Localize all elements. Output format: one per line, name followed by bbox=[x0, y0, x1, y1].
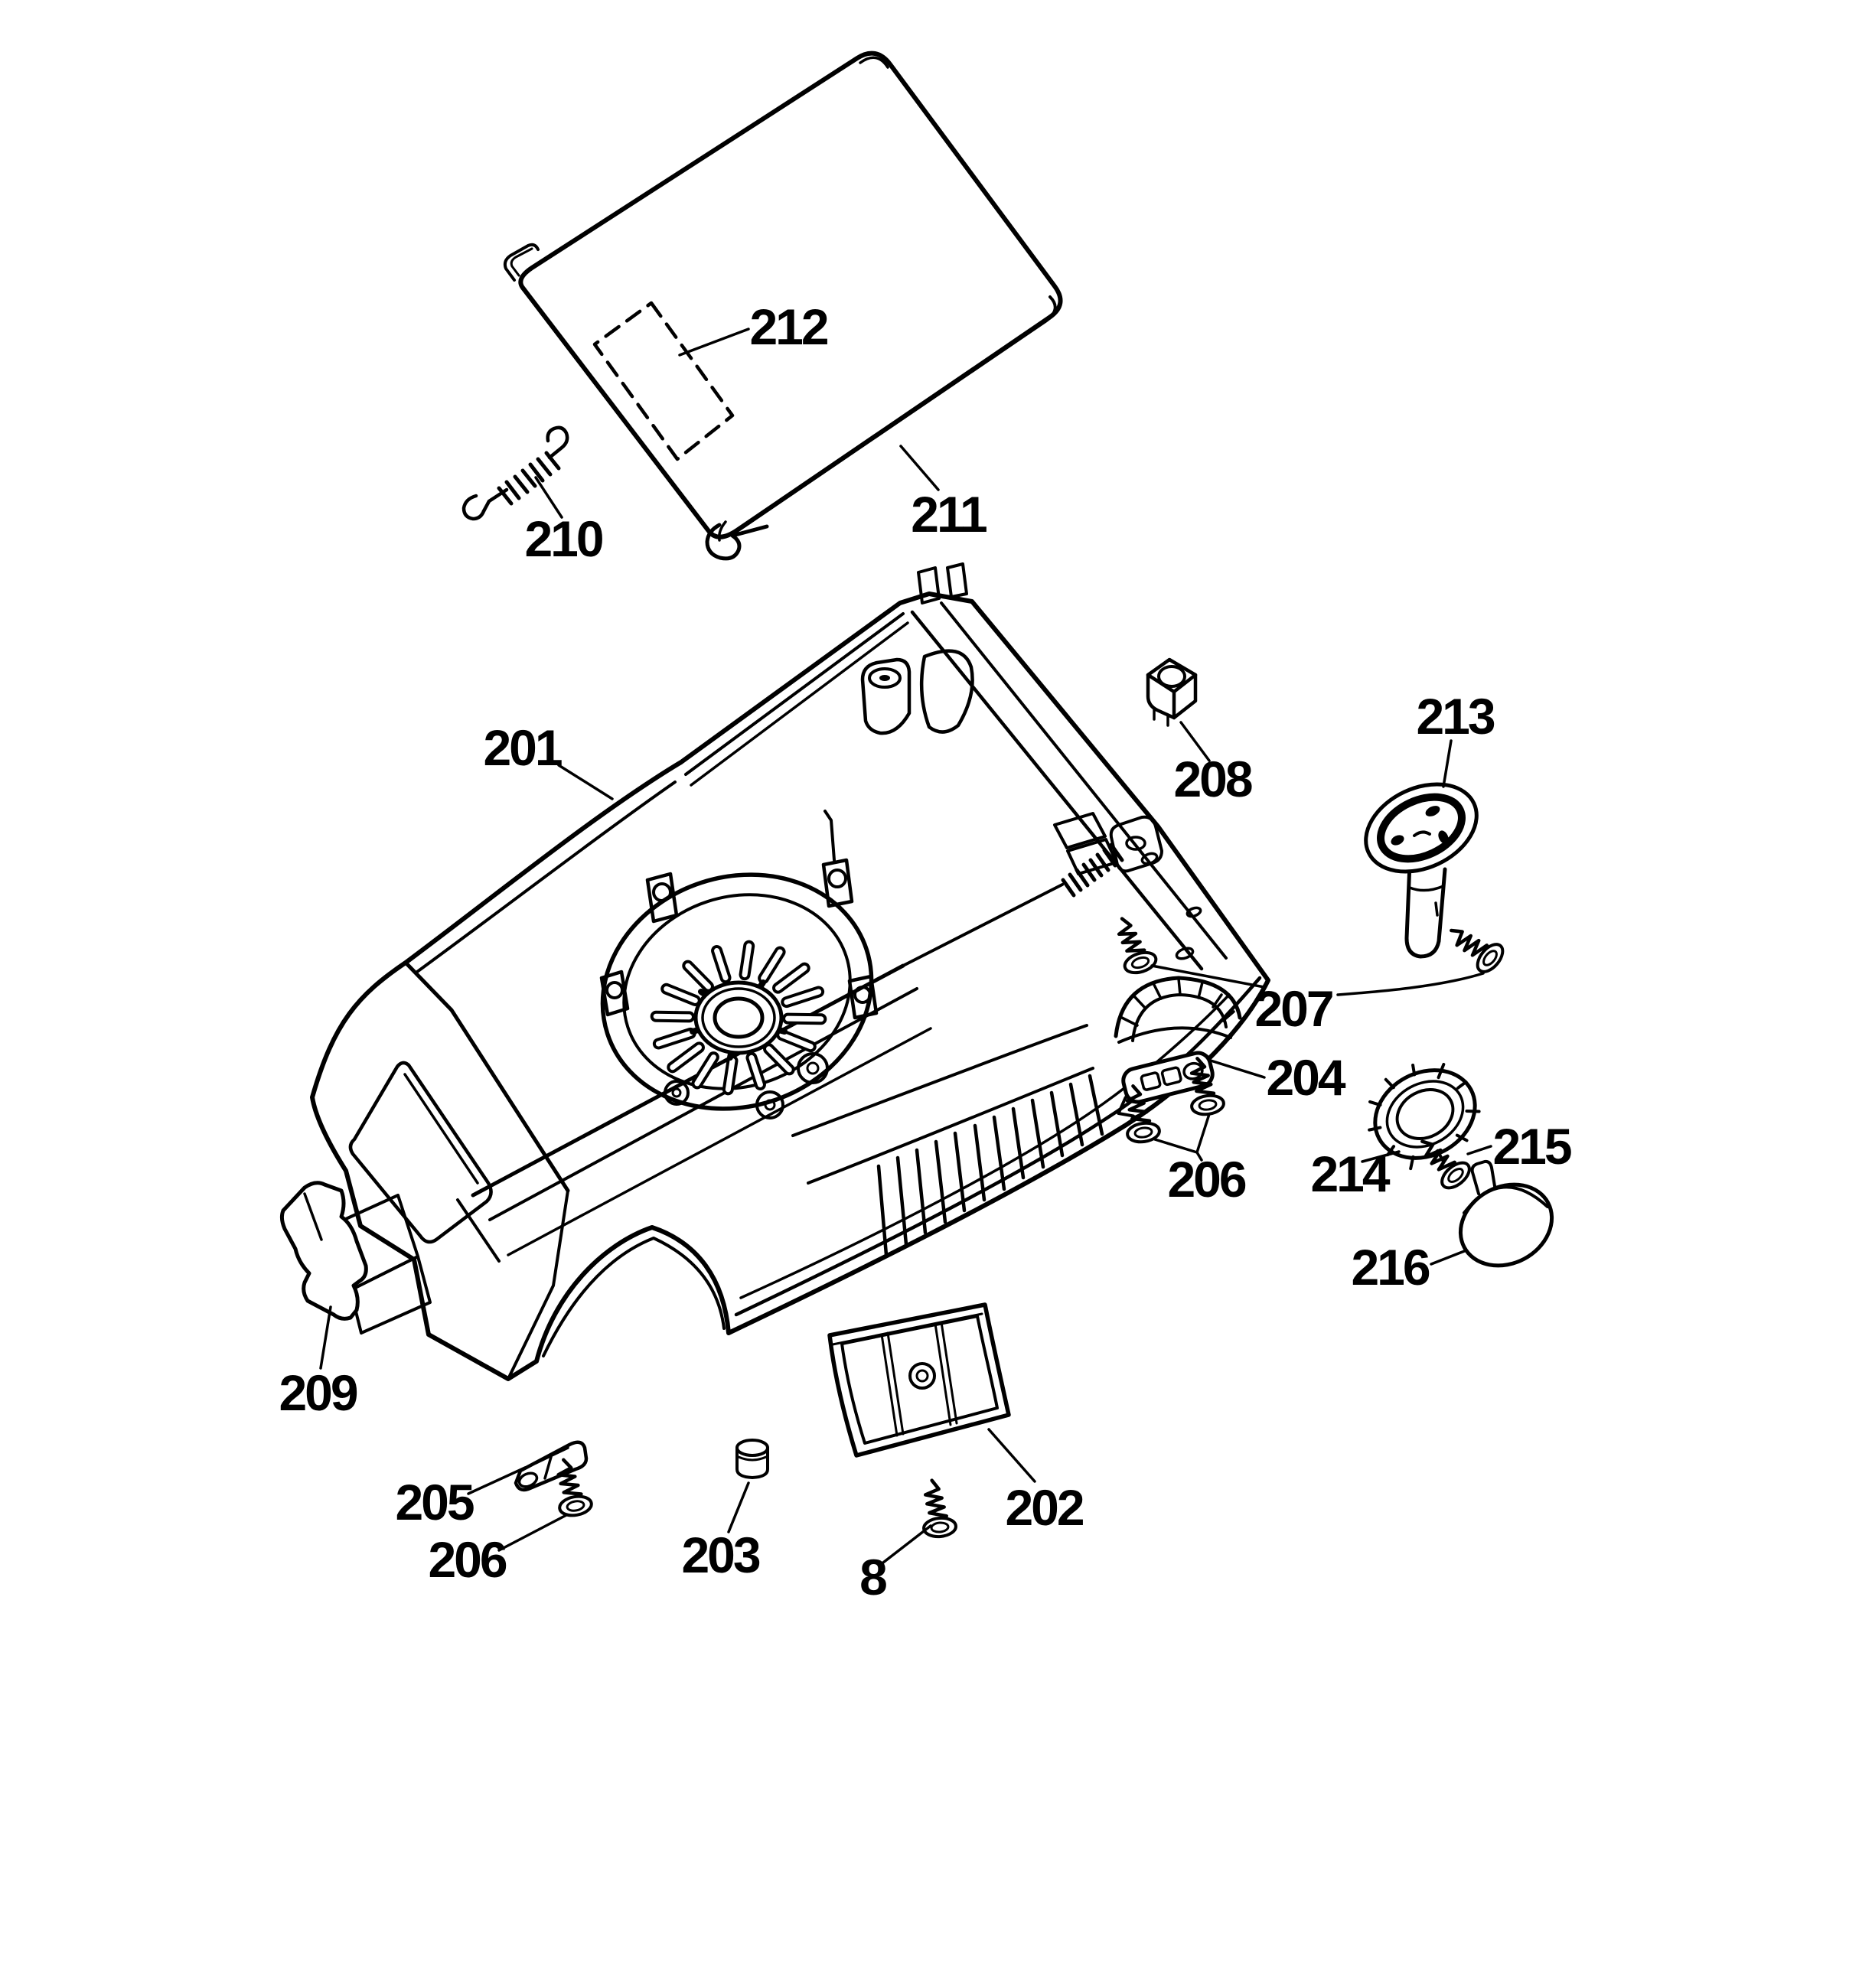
callout-206-rear: 206 bbox=[1167, 1151, 1247, 1207]
callout-206-front: 206 bbox=[428, 1531, 507, 1588]
part-214-gear-ring bbox=[1368, 1062, 1481, 1171]
callout-210: 210 bbox=[524, 510, 604, 567]
part-208-switch-block bbox=[1146, 657, 1198, 727]
part-201-deck-housing bbox=[310, 562, 1270, 1381]
part-216-hub-cap bbox=[1458, 1159, 1554, 1268]
leader-lines bbox=[319, 328, 1492, 1564]
callout-205: 205 bbox=[395, 1474, 475, 1530]
leader-8 bbox=[882, 1524, 932, 1564]
part-211-lid bbox=[503, 51, 1063, 561]
leader-207 bbox=[1150, 964, 1485, 996]
callout-216: 216 bbox=[1351, 1239, 1430, 1295]
callout-201: 201 bbox=[483, 719, 563, 776]
callout-213: 213 bbox=[1416, 688, 1495, 745]
leader-210 bbox=[534, 476, 563, 519]
callout-211: 211 bbox=[911, 486, 987, 543]
leader-209 bbox=[319, 1305, 332, 1370]
impeller-housing bbox=[599, 810, 879, 1119]
flap-spring bbox=[1061, 815, 1163, 898]
leader-204 bbox=[1209, 1059, 1266, 1079]
callout-214: 214 bbox=[1310, 1146, 1390, 1202]
part-203-bushing bbox=[735, 1439, 769, 1479]
screw-207-right bbox=[1443, 915, 1508, 976]
callout-209: 209 bbox=[279, 1364, 358, 1421]
leader-205 bbox=[467, 1466, 527, 1495]
part-213-height-adjuster-knob bbox=[1364, 782, 1479, 959]
leader-214 bbox=[1361, 1150, 1401, 1163]
callout-203: 203 bbox=[681, 1527, 761, 1583]
leader-206-rear bbox=[1153, 1113, 1211, 1162]
callout-212: 212 bbox=[749, 298, 829, 355]
callout-215: 215 bbox=[1492, 1118, 1572, 1175]
leader-206-front bbox=[497, 1514, 568, 1552]
part-205-latch bbox=[514, 1440, 589, 1492]
leader-215 bbox=[1466, 1145, 1492, 1155]
discharge-arch bbox=[1114, 976, 1242, 1044]
leader-211 bbox=[899, 445, 940, 491]
leader-212 bbox=[678, 328, 750, 357]
callout-204: 204 bbox=[1266, 1049, 1345, 1106]
callout-207: 207 bbox=[1254, 980, 1334, 1037]
part-212-label-recess bbox=[592, 301, 735, 461]
part-209-trim-strip bbox=[279, 1181, 368, 1321]
part-202-cover-plate bbox=[827, 1302, 1011, 1458]
callout-208: 208 bbox=[1173, 751, 1253, 807]
leader-202 bbox=[987, 1428, 1036, 1483]
fan-slot-ring bbox=[650, 940, 827, 1096]
vent-slats bbox=[876, 1074, 1104, 1257]
leader-203 bbox=[727, 1481, 750, 1533]
leader-201 bbox=[557, 764, 614, 800]
callout-202: 202 bbox=[1005, 1479, 1084, 1536]
leader-208 bbox=[1179, 721, 1211, 762]
leader-216 bbox=[1430, 1249, 1468, 1266]
part-210-spring bbox=[461, 425, 569, 521]
leader-213 bbox=[1442, 739, 1453, 788]
callout-8: 8 bbox=[859, 1549, 888, 1605]
part-204-latch-bracket bbox=[1117, 1051, 1215, 1118]
